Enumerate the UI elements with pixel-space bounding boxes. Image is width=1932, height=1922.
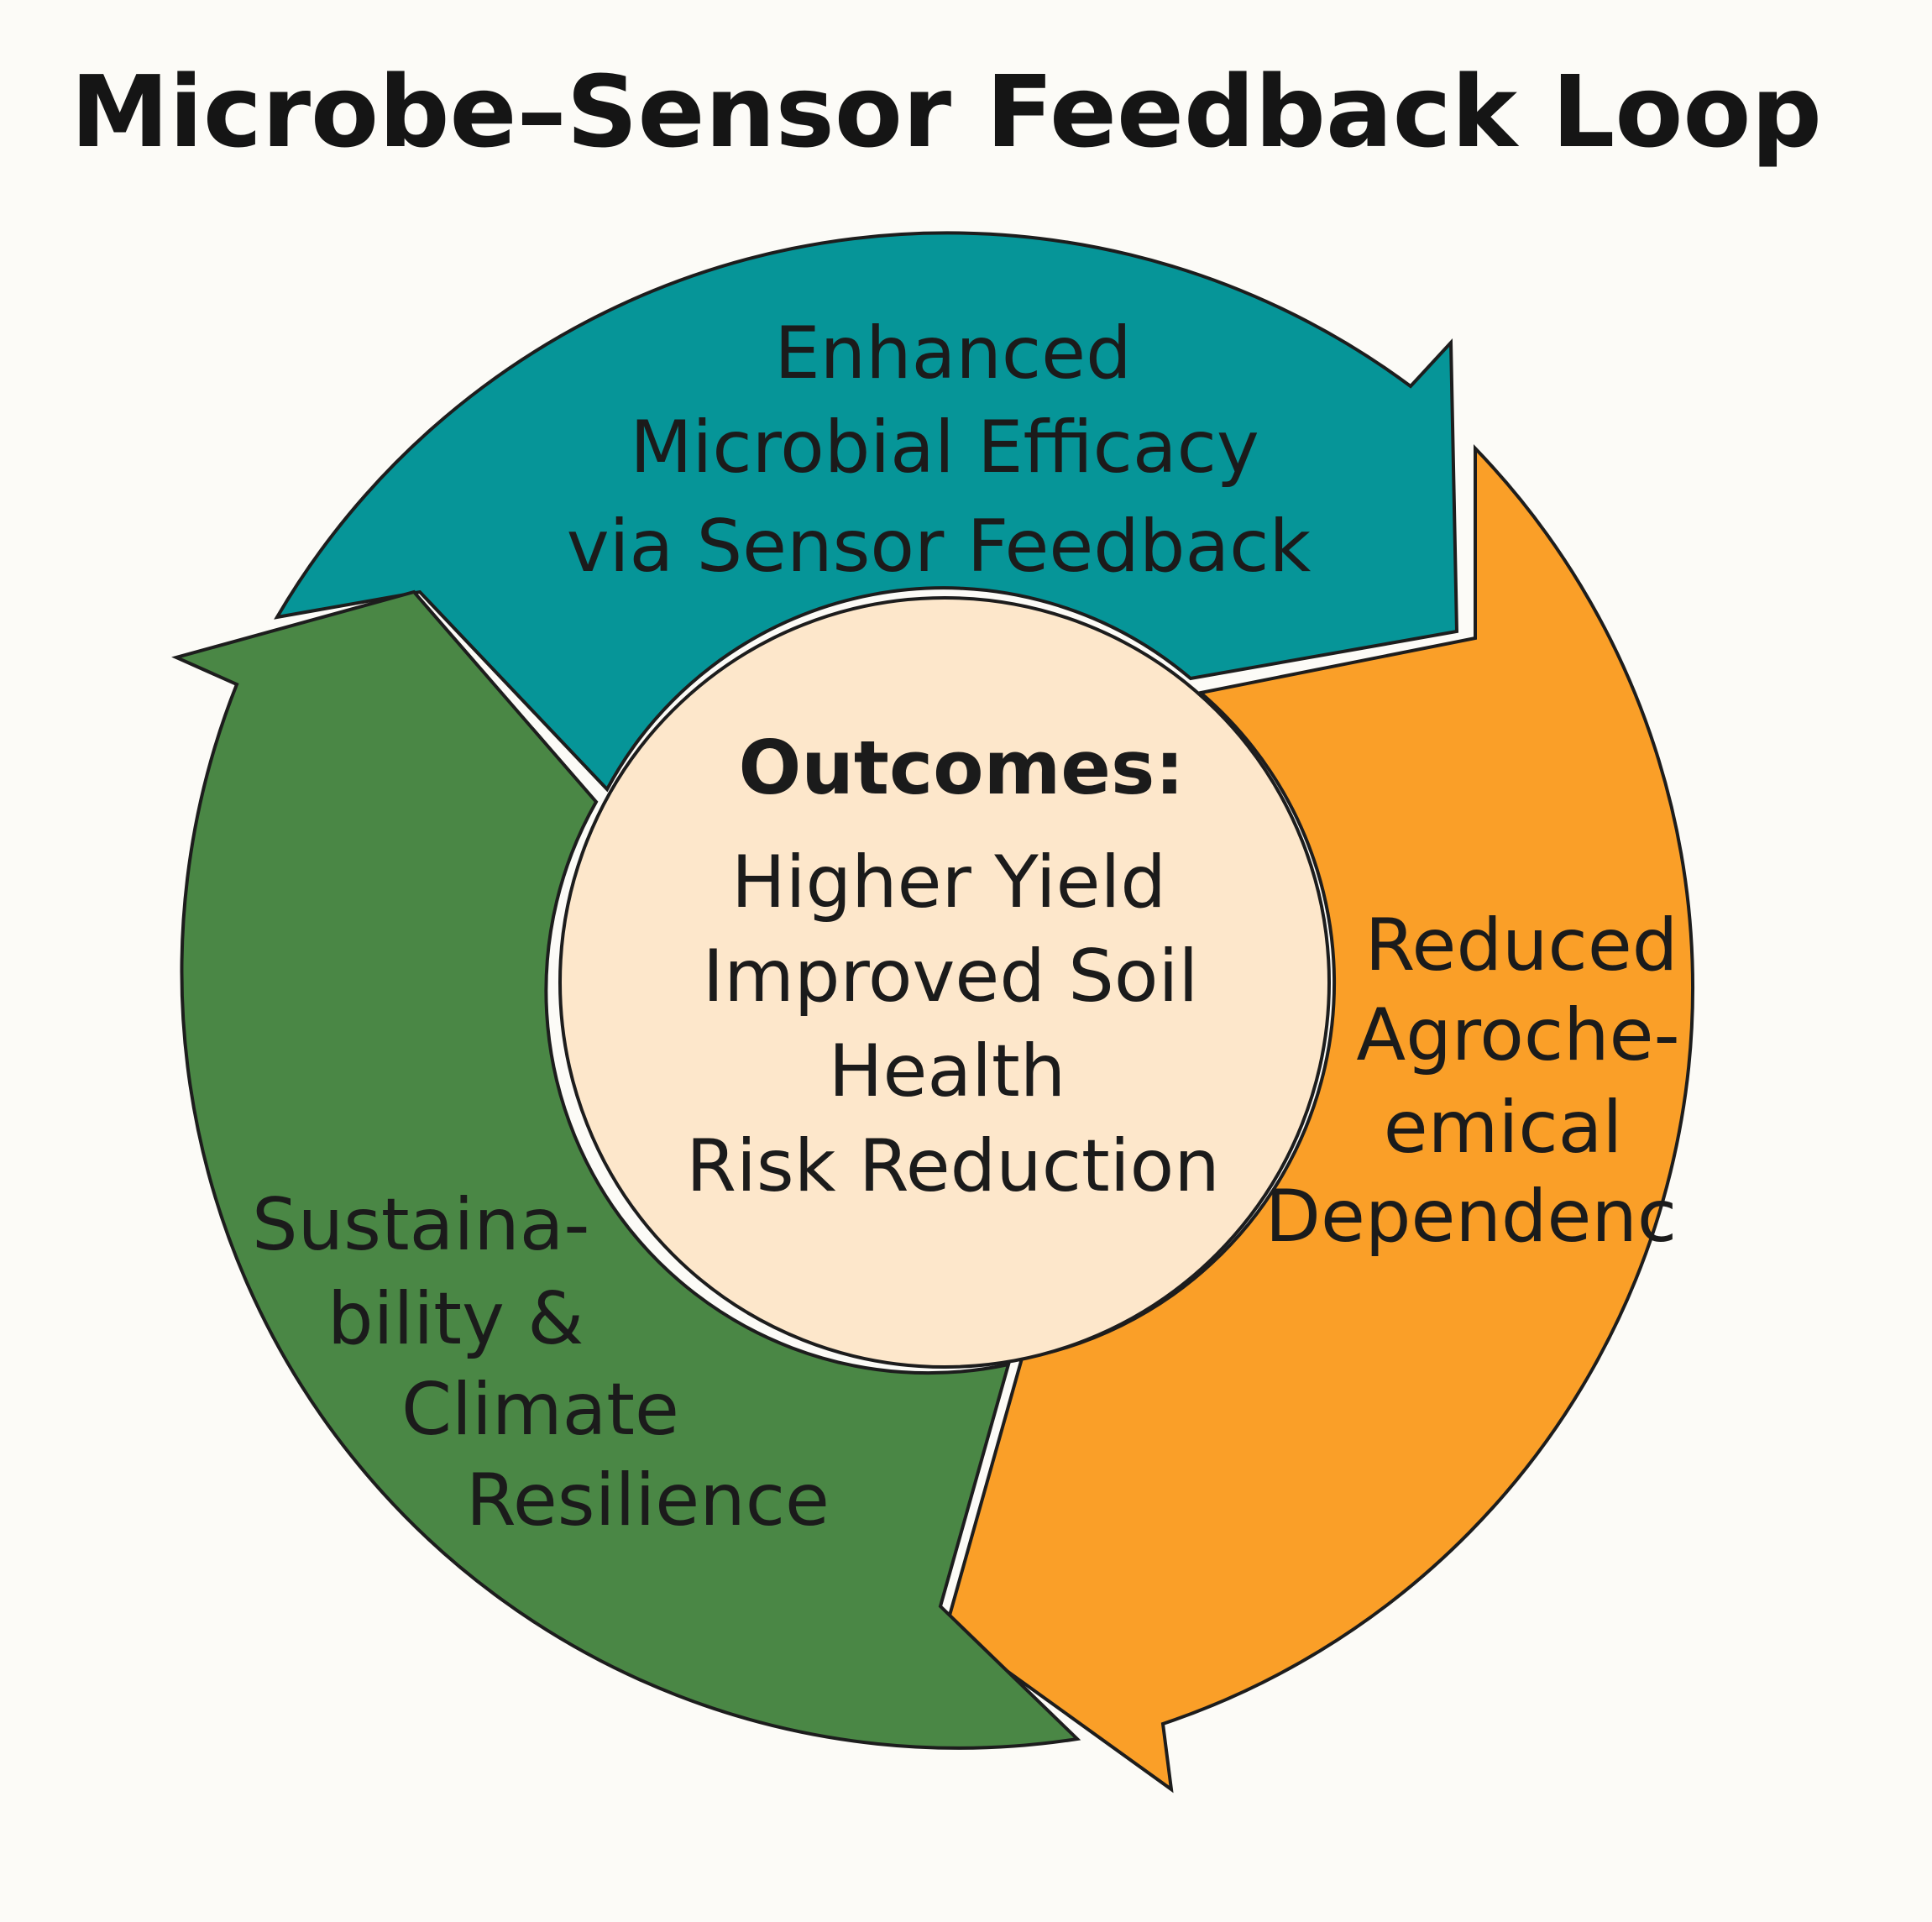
segment-right-line: Dependenc [1265, 1175, 1677, 1259]
segment-right-line: emical [1384, 1086, 1622, 1170]
segment-right-line: Reduced [1365, 903, 1678, 987]
segment-right-arrow [944, 444, 1695, 1794]
outcome-item: Risk Reduction [686, 1124, 1220, 1208]
segment-top-arrow [274, 231, 1459, 793]
segment-right-line: Agroche- [1356, 993, 1679, 1077]
segment-left-line: bility & [327, 1277, 584, 1361]
segment-top-label: Enhanced Microbial Efficacy via Sensor F… [567, 312, 1312, 589]
outcomes-text: Outcomes: Higher Yield Improved Soil Hea… [686, 725, 1220, 1208]
segment-left-line: Resilience [466, 1459, 830, 1542]
outcome-item: Improved Soil [703, 935, 1199, 1019]
segment-left-line: Sustaina- [252, 1183, 589, 1267]
segment-top-line: Enhanced [774, 312, 1131, 395]
segment-left-label: Sustaina- bility & Climate Resilience [252, 1183, 830, 1542]
segment-top-line: Microbial Efficacy [630, 406, 1259, 490]
outcome-item: Health [829, 1029, 1065, 1113]
outcomes-heading: Outcomes: [738, 725, 1184, 811]
outcome-item: Higher Yield [731, 841, 1166, 924]
segment-left-arrow [171, 589, 1081, 1750]
segment-left-line: Climate [401, 1368, 679, 1452]
segment-right-label: Reduced Agroche- emical Dependenc [1265, 903, 1680, 1259]
outcomes-circle [558, 596, 1331, 1369]
segment-top-line: via Sensor Feedback [567, 505, 1312, 589]
page-title: Microbe–Sensor Feedback Loop [71, 54, 1822, 170]
